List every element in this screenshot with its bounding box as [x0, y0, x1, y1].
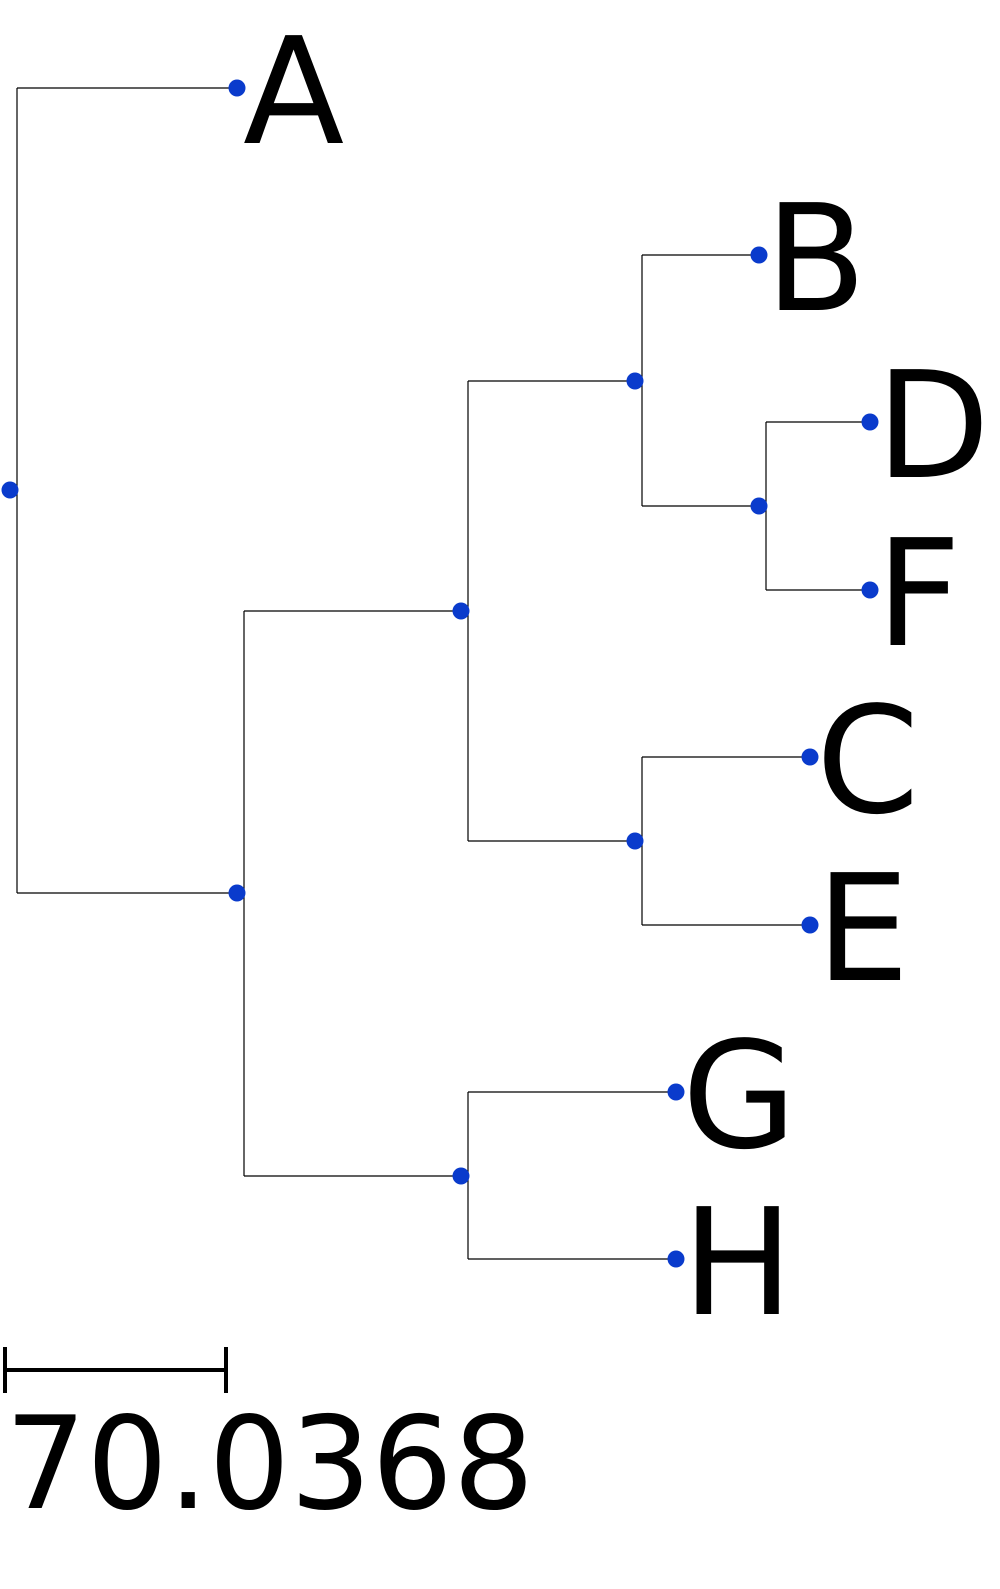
internal-node: [452, 1167, 470, 1185]
leaf-node-E: [801, 916, 819, 934]
scale-bar-line: [3, 1347, 228, 1393]
internal-node: [452, 602, 470, 620]
scale-bar: 70.0368: [3, 1347, 534, 1539]
leaf-node-H: [667, 1250, 685, 1268]
leaf-node-D: [861, 413, 879, 431]
leaf-label-H: H: [682, 1177, 793, 1349]
leaf-label-G: G: [682, 1010, 797, 1182]
leaf-label-D: D: [876, 340, 990, 512]
scale-bar-label: 70.0368: [5, 1390, 534, 1539]
tree-nodes: [1, 79, 879, 1268]
leaf-label-A: A: [243, 6, 344, 178]
leaf-node-G: [667, 1083, 685, 1101]
leaf-node-F: [861, 581, 879, 599]
leaf-node-B: [750, 246, 768, 264]
leaf-label-C: C: [816, 675, 919, 847]
internal-node: [750, 497, 768, 515]
leaf-label-B: B: [765, 173, 867, 345]
leaf-node-C: [801, 748, 819, 766]
internal-node: [626, 372, 644, 390]
internal-node: [626, 832, 644, 850]
internal-node: [1, 481, 19, 499]
leaf-label-E: E: [816, 843, 910, 1015]
leaf-node-A: [228, 79, 246, 97]
leaf-label-F: F: [876, 508, 961, 680]
internal-node: [228, 884, 246, 902]
